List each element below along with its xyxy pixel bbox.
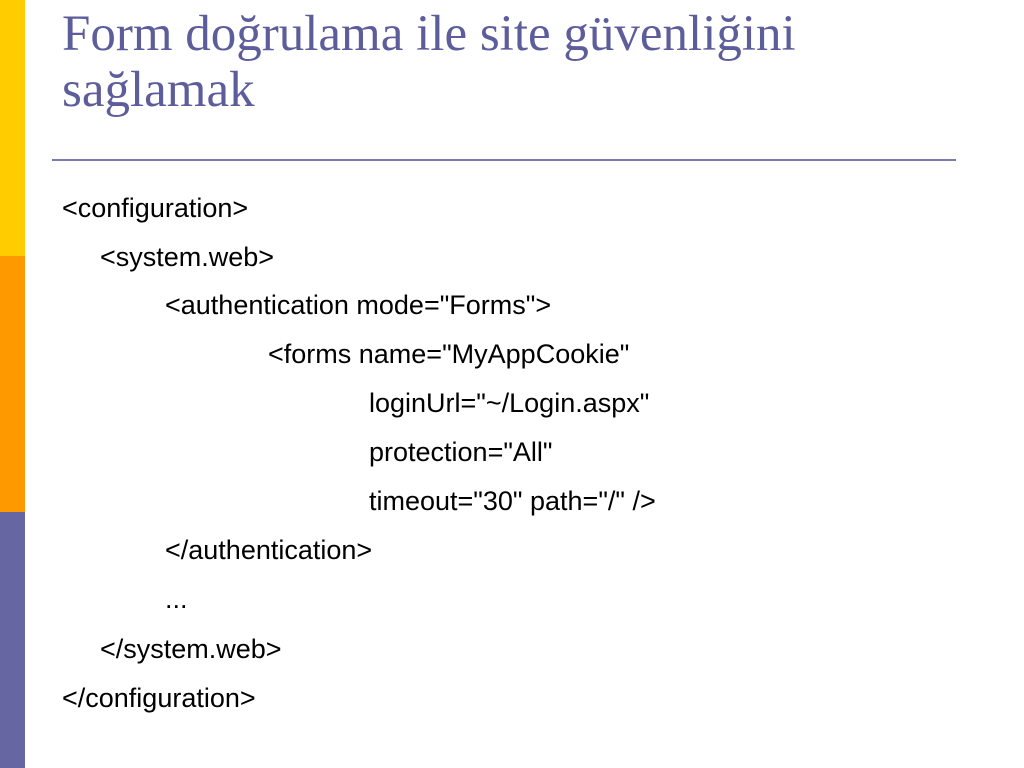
side-bar-purple-segment xyxy=(0,512,25,768)
slide-title-line-2: sağlamak xyxy=(62,62,255,118)
title-divider xyxy=(52,159,956,161)
code-line-7: timeout="30" path="/" /> xyxy=(369,486,656,516)
side-bar-orange-segment xyxy=(0,256,25,512)
code-line-10: </system.web> xyxy=(100,634,282,664)
slide-title: Form doğrulama ile site güvenliğini sağl… xyxy=(62,6,1002,118)
code-line-9: ... xyxy=(165,584,188,614)
slide-title-line-1: Form doğrulama ile site güvenliğini xyxy=(62,6,796,62)
code-line-8: </authentication> xyxy=(165,535,373,565)
code-line-6: protection="All" xyxy=(369,437,553,467)
code-line-4: <forms name="MyAppCookie" xyxy=(268,339,630,369)
code-line-3: <authentication mode="Forms"> xyxy=(165,290,552,320)
code-line-11: </configuration> xyxy=(62,683,256,713)
code-line-2: <system.web> xyxy=(100,242,275,272)
side-color-bar xyxy=(0,0,25,768)
code-line-1: <configuration> xyxy=(62,193,249,223)
side-bar-yellow-segment xyxy=(0,0,25,256)
code-line-5: loginUrl="~/Login.aspx" xyxy=(369,388,650,418)
